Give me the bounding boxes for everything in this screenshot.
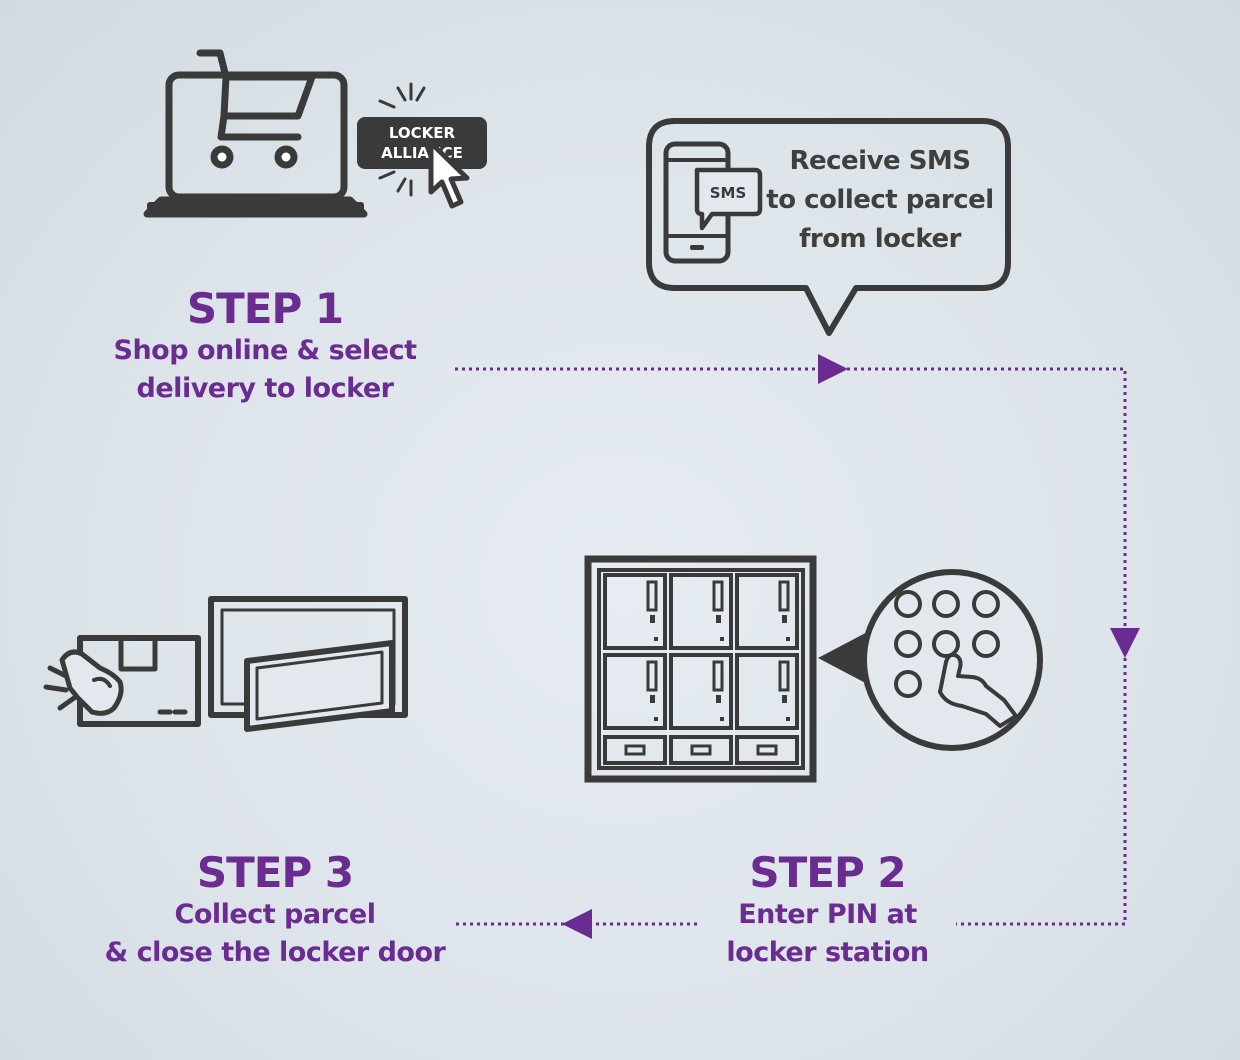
click-rays-icon	[378, 82, 426, 197]
arrow-right-icon	[818, 354, 848, 384]
pressing-hand	[938, 652, 1018, 728]
step3-block: STEP 3 Collect parcel & close the locker…	[90, 850, 460, 972]
arrow-left-icon	[562, 909, 592, 939]
step3-desc-line2: & close the locker door	[104, 937, 446, 968]
arrow-down-icon	[1110, 628, 1140, 658]
step1-desc-line2: delivery to locker	[136, 373, 394, 404]
step3-title: STEP 3	[196, 848, 354, 897]
sms-speech-bubble-icon	[646, 118, 1011, 336]
parcel-hand-icon	[43, 635, 201, 727]
pin-keypad-icon	[861, 569, 1043, 751]
step1-title: STEP 1	[186, 284, 344, 333]
keypad-pointer	[818, 628, 875, 688]
sms-caption: Receive SMS to collect parcel from locke…	[762, 142, 998, 259]
step2-title: STEP 2	[749, 848, 906, 897]
step2-desc-line1: Enter PIN at	[738, 899, 917, 930]
step1-desc-line1: Shop online & select	[113, 335, 417, 366]
sms-caption-line2: to collect parcel	[766, 185, 994, 215]
sms-caption-line3: from locker	[799, 224, 961, 254]
step2-desc-line2: locker station	[726, 937, 929, 968]
laptop-cart-icon	[143, 49, 368, 218]
sms-badge-label: SMS	[710, 184, 747, 202]
open-locker-door-icon	[208, 596, 408, 732]
locker-alliance-button-icon: LOCKER ALLIANCE	[357, 117, 487, 169]
phone-icon: SMS	[663, 141, 763, 264]
step1-block: STEP 1 Shop online & select delivery to …	[95, 286, 435, 408]
step3-desc-line1: Collect parcel	[174, 899, 376, 930]
locker-station-icon	[584, 555, 817, 783]
cursor-icon	[428, 140, 470, 209]
locker-button-line1: LOCKER	[389, 124, 456, 142]
step2-block: STEP 2 Enter PIN at locker station	[700, 850, 955, 972]
laptop-base	[147, 202, 364, 216]
sms-caption-line1: Receive SMS	[789, 146, 971, 176]
